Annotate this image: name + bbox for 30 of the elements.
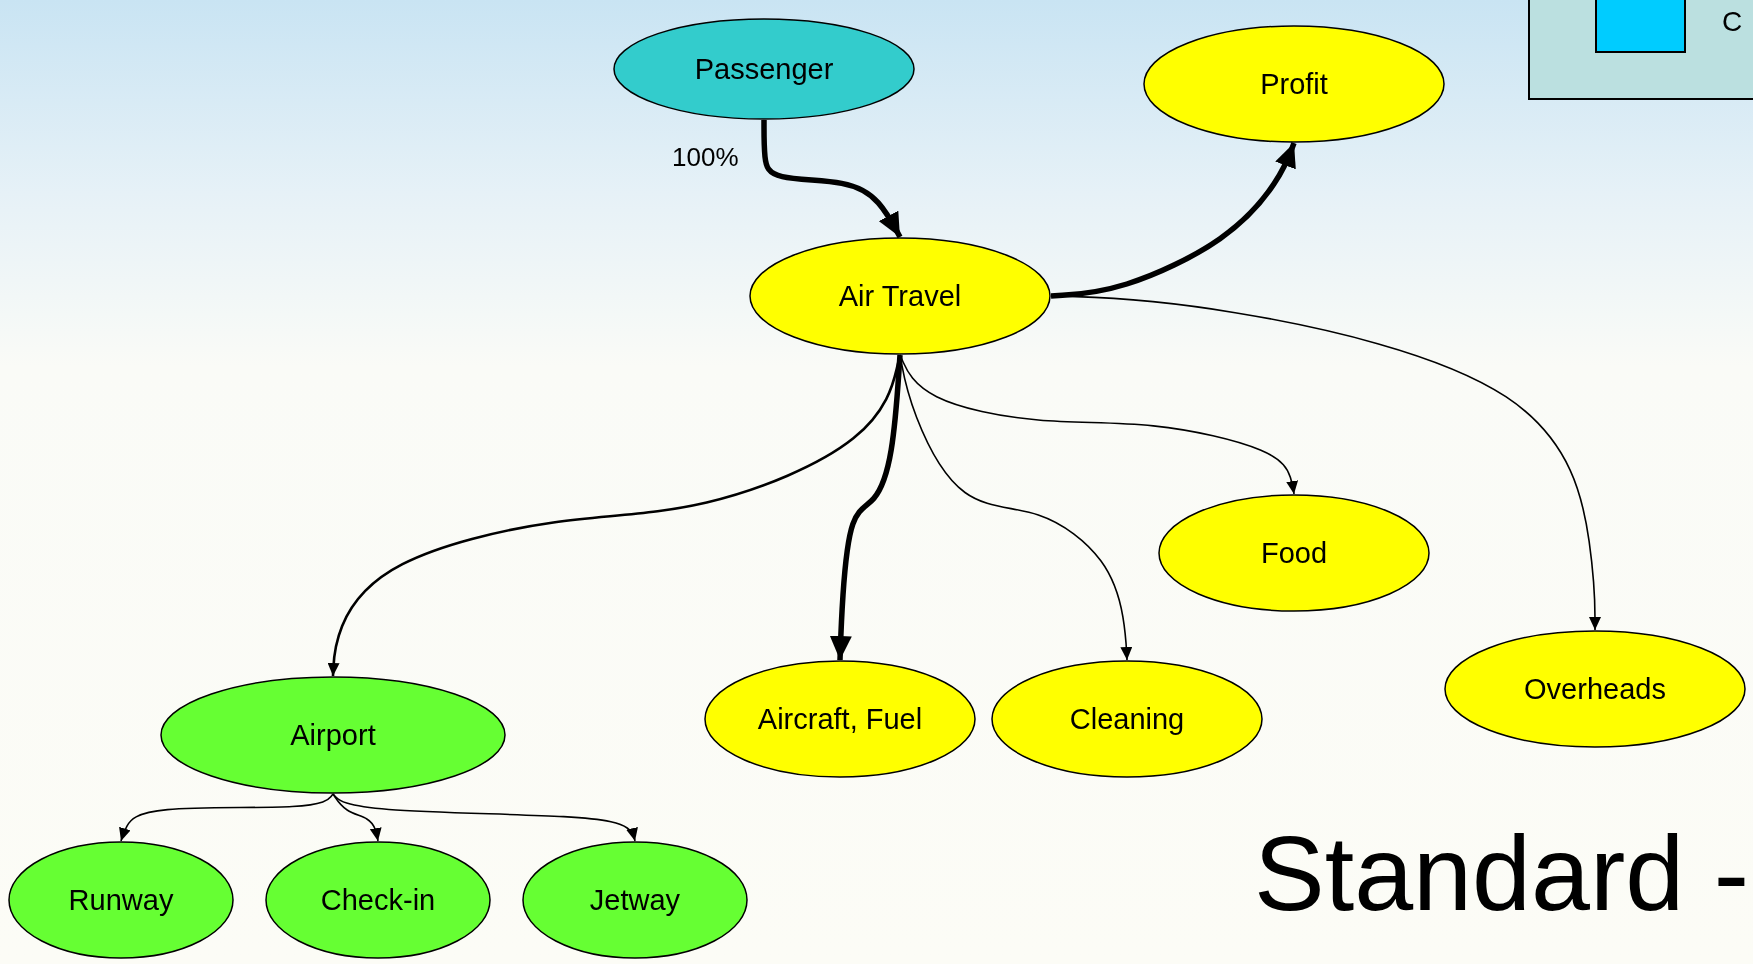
ellipse-node	[8, 841, 234, 959]
node-label: Overheads	[1524, 672, 1666, 706]
ellipse-node	[704, 660, 976, 778]
ellipse-node	[1158, 494, 1430, 612]
node-label: Cleaning	[1069, 702, 1185, 736]
node-label: Jetway	[589, 883, 681, 917]
ellipse-node	[613, 18, 915, 120]
ellipse-node	[522, 841, 748, 959]
node-label: Runway	[68, 883, 174, 917]
arrow	[1050, 142, 1297, 299]
heading-text: Standard -	[1254, 820, 1749, 926]
node-label: Airport	[290, 718, 376, 752]
node-label: Check-in	[320, 883, 436, 917]
node-label: Passenger	[694, 52, 834, 86]
arrow	[761, 120, 903, 239]
node-label: Profit	[1260, 67, 1328, 101]
ellipse-node	[991, 660, 1263, 778]
arrow	[829, 354, 903, 661]
legend-label: C	[1722, 6, 1743, 38]
ellipse-node	[1143, 25, 1445, 143]
ellipse-node	[749, 237, 1051, 355]
arrow	[332, 793, 638, 842]
node-label: Aircraft, Fuel	[757, 702, 923, 736]
ellipse-node	[265, 841, 491, 959]
edge-label: 100%	[672, 142, 739, 173]
arrow	[119, 793, 334, 842]
node-label: Air Travel	[838, 279, 962, 313]
ellipse-node	[1444, 630, 1746, 748]
node-label: Food	[1260, 536, 1328, 570]
ellipse-node	[160, 676, 506, 794]
